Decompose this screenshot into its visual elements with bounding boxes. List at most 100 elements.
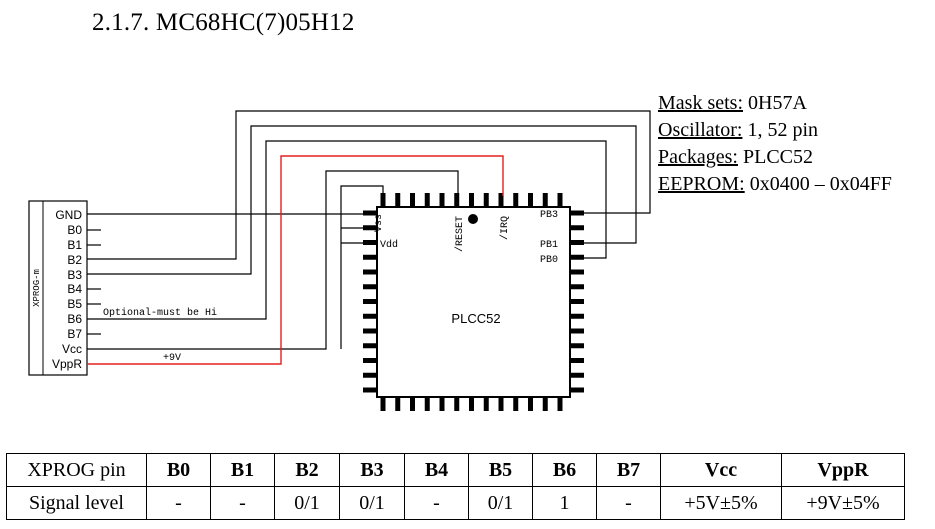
chip-pin [570,343,584,349]
info-key: Packages: [658,146,738,168]
wire-b2-pb3 [87,110,651,260]
chip-pin [363,284,377,290]
chip-pin [380,397,386,411]
chip-pin [439,397,445,411]
table-cell: B3 [339,453,405,487]
chip-pin [363,358,377,363]
chip-package-label: PLCC52 [451,311,500,326]
info-packages: Packages: PLCC52 [658,144,813,171]
chip-pin [454,193,460,207]
chip-pin [570,225,584,231]
chip-pin [570,269,584,275]
table-cell: 0/1 [339,486,405,520]
chip-pin [395,397,401,411]
table-cell: B1 [210,453,275,487]
chip-pin [363,299,377,304]
pin-label-b4: B4 [67,282,82,296]
table-cell: B5 [468,453,533,487]
pin-irq: /IRQ [499,216,511,240]
chip-pin [469,193,474,207]
chip-pin [363,343,377,349]
info-value: PLCC52 [737,146,814,168]
pin1-dot [468,214,478,224]
chip-pin [498,397,504,411]
table-cell: +5V±5% [660,486,782,520]
chip-pin [570,313,584,319]
chip-pin [498,193,504,207]
chip-pin [424,193,430,207]
info-value: 0x0400 – 0x04FF [744,173,892,195]
wiring-diagram: XPROG-m GND B0 B1 B2 B3 B4 B5 B6 B7 Vcc … [28,110,651,411]
table-cell: B7 [596,453,661,487]
pin-reset: /RESET [454,216,466,252]
chip-pin [363,372,377,378]
chip-pin [363,387,377,393]
table-cell: B2 [274,453,340,487]
chip-pin [542,397,548,411]
table-cell: B0 [146,453,211,487]
chip-pin [424,397,430,411]
chip-pin [469,397,474,411]
info-key: EEPROM: [658,173,745,195]
pin-pb3: PB3 [540,210,558,221]
chip-pin [570,358,584,363]
pin-label-vcc: Vcc [62,342,82,356]
note-plus9v: +9V [163,353,181,364]
table-cell: 1 [532,486,597,520]
connector-name: XPROG-m [32,269,42,307]
signal-table: XPROG pin B0 B1 B2 B3 B4 B5 B6 B7 Vcc Vp… [6,453,905,520]
chip-pin [454,397,460,411]
chip-pin [483,397,489,411]
page-title: 2.1.7. MC68HC(7)05H12 [92,9,355,36]
table-cell: - [404,486,469,520]
wire-b6-pb0 [87,140,607,320]
chip-pin [528,397,533,411]
pin-pb1: PB1 [540,240,558,251]
chip-pin [439,193,445,207]
table-cell: Signal level [6,486,147,520]
table-cell: 0/1 [274,486,340,520]
table-cell: - [596,486,661,520]
table-cell: 0/1 [468,486,533,520]
chip-pin [570,372,584,378]
table-cell: +9V±5% [781,486,905,520]
wire-vcc-reset [87,170,459,350]
chip-pin [557,193,563,207]
pin-label-b5: B5 [67,297,82,311]
chip-pin [395,193,401,207]
chip-pin [570,284,584,290]
table-cell: - [210,486,275,520]
wire-b3-pb1 [87,125,637,275]
pin-pb0: PB0 [540,255,558,266]
pin-label-b6: B6 [67,312,82,326]
chip-pin [570,240,584,245]
chip-pin [363,269,377,275]
chip-pin [483,193,489,207]
info-value: 0H57A [743,92,807,114]
chip-pin [513,397,519,411]
chip-pins-left [363,210,377,393]
wire-vcc-vss [340,185,384,349]
chip-pin [570,387,584,393]
info-key: Oscillator: [658,119,743,141]
chip-pin [363,210,377,216]
table-cell: Vcc [660,453,782,487]
chip-pin [410,397,415,411]
chip-pin [363,240,377,245]
info-oscillator: Oscillator: 1, 52 pin [658,117,818,144]
table-cell: B6 [532,453,597,487]
note-optional: Optional-must be Hi [103,307,217,319]
chip-pin [513,193,519,207]
pin-label-b2: B2 [67,253,82,267]
pin-label-vppr: VppR [52,357,82,371]
chip-pins-bottom [380,397,563,411]
pin-label-b1: B1 [67,238,82,252]
xprog-connector [28,200,88,376]
info-eeprom: EEPROM: 0x0400 – 0x04FF [658,171,892,198]
chip-pin [380,193,386,207]
chip-pin [570,299,584,304]
table-cell: XPROG pin [6,453,147,487]
chip-pin [363,313,377,319]
table-cell: - [146,486,211,520]
table-cell: VppR [781,453,905,487]
